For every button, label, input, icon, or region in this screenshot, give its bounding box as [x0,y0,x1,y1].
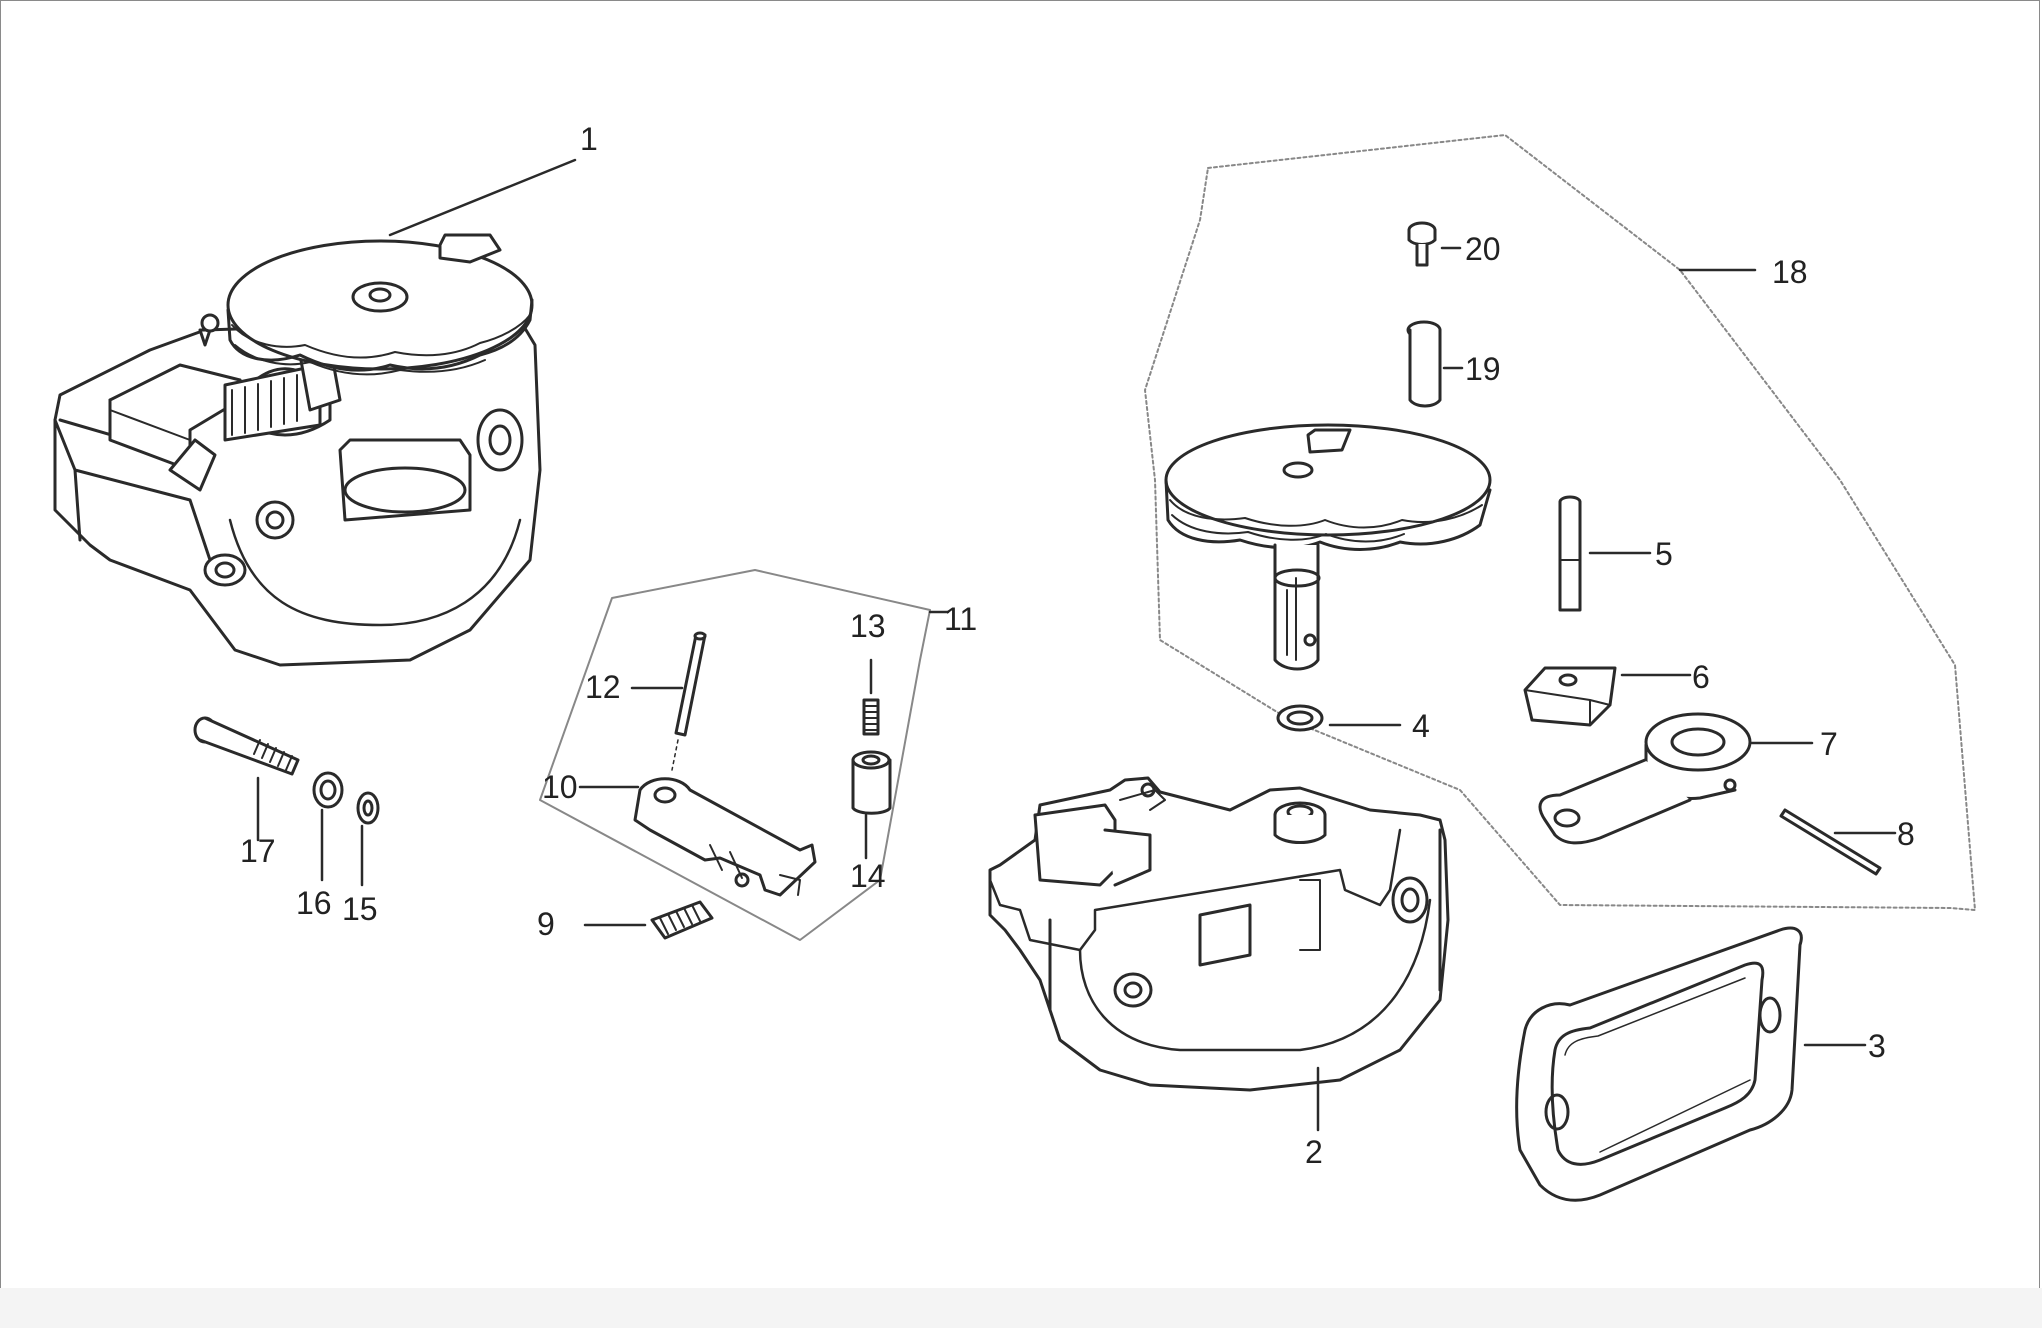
callout-6: 6 [1692,659,1710,695]
part-1-head-assembly [53,233,542,667]
part-9-spring [650,900,714,940]
callout-3: 3 [1868,1028,1886,1064]
callout-7: 7 [1820,726,1838,762]
part-7-crank-arm [1538,712,1752,845]
callout-10: 10 [542,769,578,805]
callout-9: 9 [537,906,555,942]
part-8-rod [1779,808,1882,876]
callout-11: 11 [944,601,977,637]
callout-19: 19 [1465,351,1501,387]
part-12-pin [674,631,707,737]
group-outline-18 [1144,134,1976,911]
callout-13: 13 [850,608,886,644]
part-2-head-body [988,776,1450,1092]
part-13-small-spring [862,698,880,736]
part-15-small-washer [356,791,380,825]
part-20-bolt [1407,221,1437,267]
callout-2: 2 [1305,1134,1323,1170]
callout-17: 17 [240,833,276,869]
part-4-washer [1276,704,1324,732]
part-19-pin [1406,320,1442,408]
callout-16: 16 [296,885,332,921]
cam-disc-shaft [1164,423,1492,671]
callout-18: 18 [1772,254,1808,290]
part-17-bolt [193,716,300,776]
part-14-sleeve [851,750,892,815]
callout-12: 12 [585,669,621,705]
part-3-gasket [1515,926,1803,1202]
part-10-lever [633,777,817,897]
bottom-strip [0,1288,2042,1328]
callout-14: 14 [850,858,886,894]
callout-8: 8 [1897,816,1915,852]
callout-1: 1 [580,121,598,157]
callout-15: 15 [342,891,378,927]
callout-20: 20 [1465,231,1501,267]
pin-axis-dash [671,739,679,771]
callout-5: 5 [1655,536,1673,572]
callout-4: 4 [1412,708,1430,744]
part-6-block [1523,666,1617,727]
part-16-washer [312,771,344,809]
part-5-pin [1558,495,1582,612]
leader-1 [388,158,577,237]
group-outline-11 [539,569,931,941]
